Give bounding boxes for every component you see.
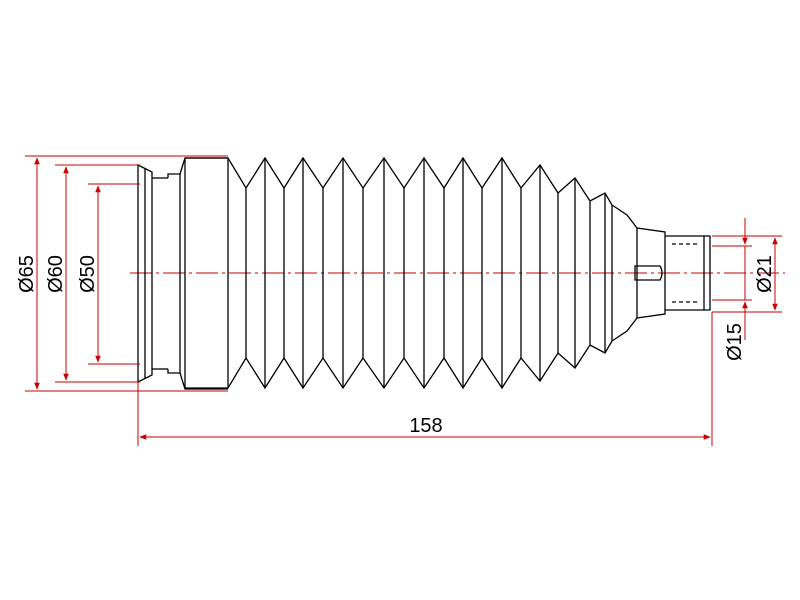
label-d50: Ø50 [77, 255, 99, 293]
small-end-taper [611, 204, 666, 342]
small-end-tube [665, 235, 711, 311]
fold-profile-bottom [185, 340, 613, 390]
label-d21: Ø21 [754, 255, 776, 293]
label-d65: Ø65 [16, 255, 38, 293]
bellows-folds [185, 156, 613, 390]
bellows-outline [137, 156, 711, 390]
label-d15: Ø15 [724, 323, 746, 361]
large-end-collar [137, 163, 153, 384]
fold-profile-top [185, 156, 613, 206]
label-length: 158 [409, 415, 442, 437]
dimension-lines [25, 155, 782, 446]
slot-feature [634, 265, 663, 281]
label-d60: Ø60 [45, 255, 67, 293]
collar-band [167, 173, 181, 374]
